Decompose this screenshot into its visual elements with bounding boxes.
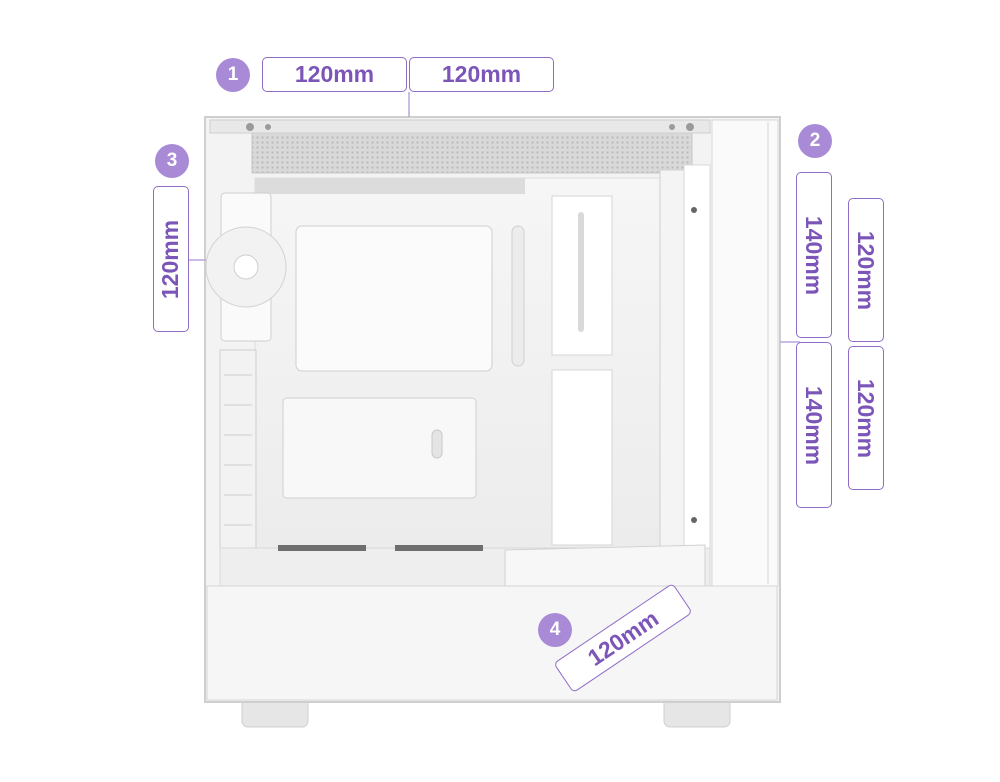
bottom-fan [504,544,706,587]
front-panel [711,119,779,587]
front-fan-label-140-lower-text: 140mm [801,385,828,465]
top-fan-label-1-text: 120mm [294,61,375,87]
rear-fan-label: 120mm [153,186,189,332]
front-fan-label-140-upper-text: 140mm [801,215,828,295]
cable-slot [511,225,525,367]
front-fan-label-120-lower-text: 120mm [853,378,880,458]
ssd-bracket [282,397,477,499]
front-fan-label-140-lower: 140mm [796,342,832,508]
pcie-slots [219,349,257,556]
front-fan-label-120-upper: 120mm [848,198,884,342]
top-fan-label-2-text: 120mm [441,61,522,87]
leader-lines [188,92,800,343]
top-mesh [251,132,693,174]
top-fan-label-2: 120mm [409,57,554,92]
callout-badge-2: 2 [798,124,832,158]
front-fan-label-140-upper: 140mm [796,172,832,338]
callout-badge-4: 4 [538,613,572,647]
rear-fan-label-text: 120mm [157,219,184,299]
callout-badge-3: 3 [155,144,189,178]
cpu-cutout [295,225,493,372]
psu-shroud [206,585,778,701]
front-fan-label-120-upper-text: 120mm [853,230,880,310]
top-fan-label-1: 120mm [262,57,407,92]
callout-badge-1: 1 [216,58,250,92]
front-fan-label-120-lower: 120mm [848,346,884,490]
